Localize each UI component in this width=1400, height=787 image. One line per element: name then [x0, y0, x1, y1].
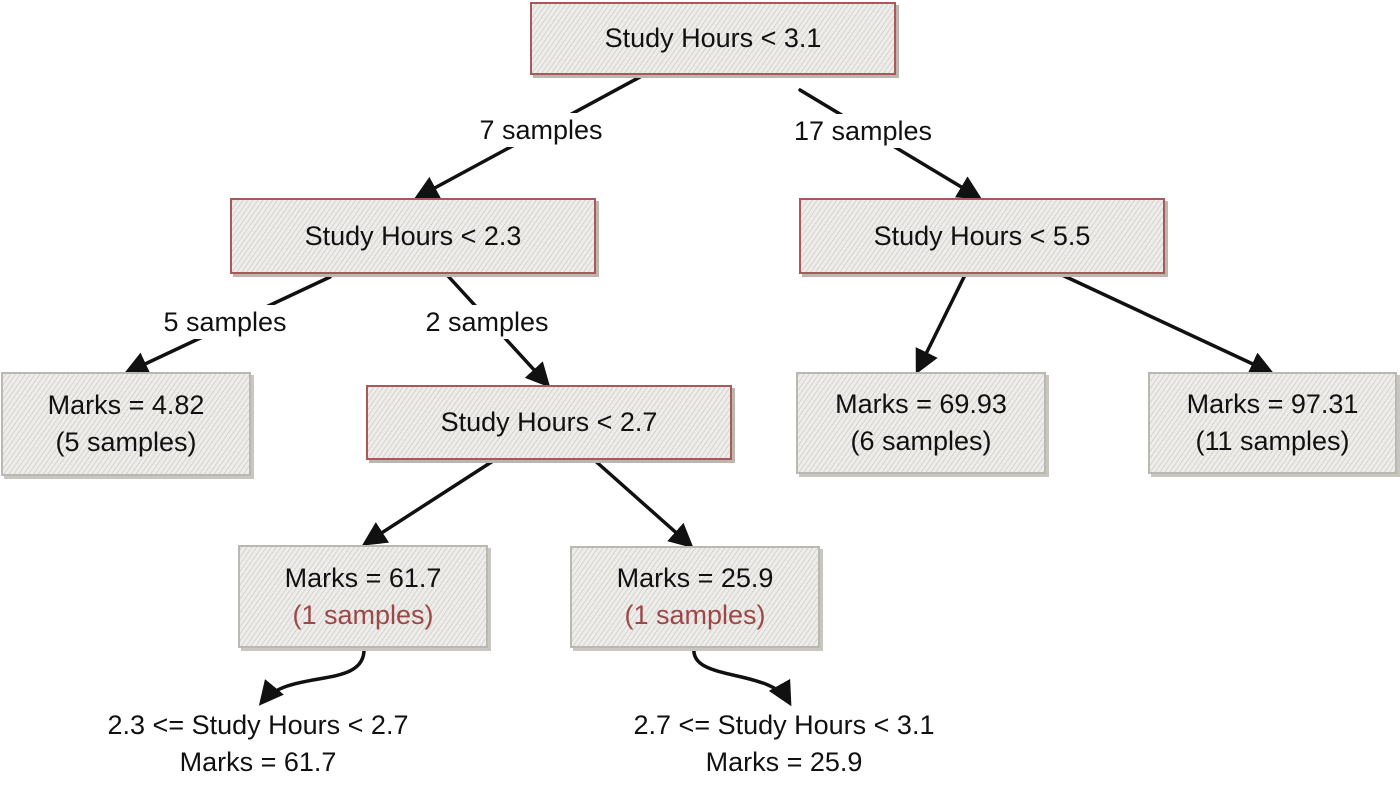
- edge-label-root-right: 17 samples: [789, 114, 937, 148]
- edge-label-left-right: 2 samples: [421, 305, 553, 339]
- result-1-range: 2.3 <= Study Hours < 2.7: [107, 710, 409, 740]
- result-2-range: 2.7 <= Study Hours < 3.1: [633, 710, 935, 740]
- node-right-label: Study Hours < 5.5: [873, 220, 1091, 251]
- result-1: 2.3 <= Study Hours < 2.7 Marks = 61.7: [108, 707, 409, 781]
- edge-label-left-left: 5 samples: [159, 305, 291, 339]
- edge-leaf-result-2: [692, 646, 792, 707]
- leaf-lr-left: Marks = 61.7 (1 samples): [238, 545, 488, 648]
- edge-right-leftleaf: [915, 273, 967, 375]
- node-left-label: Study Hours < 2.3: [304, 220, 522, 251]
- edge-lr-left: [361, 459, 495, 546]
- result-2-marks: Marks = 25.9: [705, 747, 863, 777]
- edge-lr-right: [590, 456, 694, 549]
- leaf-lr-left-label: Marks = 61.7: [284, 562, 442, 593]
- leaf-left-left-label: Marks = 4.82: [47, 390, 205, 420]
- leaf-right-left-samples: (6 samples): [850, 426, 992, 456]
- leaf-left-left-samples: (5 samples): [55, 427, 197, 457]
- edge-leaf-result-1: [258, 646, 366, 706]
- leaf-lr-left-samples: (1 samples): [292, 599, 434, 630]
- leaf-right-right-samples: (11 samples): [1195, 426, 1350, 456]
- result-1-marks: Marks = 61.7: [179, 747, 337, 777]
- node-right: Study Hours < 5.5: [799, 198, 1165, 274]
- node-left: Study Hours < 2.3: [230, 198, 596, 274]
- leaf-right-right-label: Marks = 97.31: [1186, 389, 1359, 419]
- result-2: 2.7 <= Study Hours < 3.1 Marks = 25.9: [634, 707, 935, 781]
- leaf-right-left-label: Marks = 69.93: [835, 389, 1007, 419]
- leaf-lr-right-samples: (1 samples): [624, 600, 766, 630]
- edge-right-rightleaf: [1060, 273, 1275, 375]
- leaf-left-left: Marks = 4.82 (5 samples): [1, 372, 251, 476]
- node-root: Study Hours < 3.1: [530, 2, 896, 75]
- leaf-lr-right: Marks = 25.9 (1 samples): [570, 546, 820, 648]
- edge-label-root-left: 7 samples: [475, 113, 607, 147]
- node-root-label: Study Hours < 3.1: [604, 23, 822, 53]
- node-left-right-label: Study Hours < 2.7: [440, 407, 658, 437]
- node-left-right: Study Hours < 2.7: [366, 385, 732, 460]
- leaf-lr-right-label: Marks = 25.9: [616, 563, 774, 593]
- leaf-right-left: Marks = 69.93 (6 samples): [796, 372, 1046, 474]
- leaf-right-right: Marks = 97.31 (11 samples): [1148, 372, 1397, 474]
